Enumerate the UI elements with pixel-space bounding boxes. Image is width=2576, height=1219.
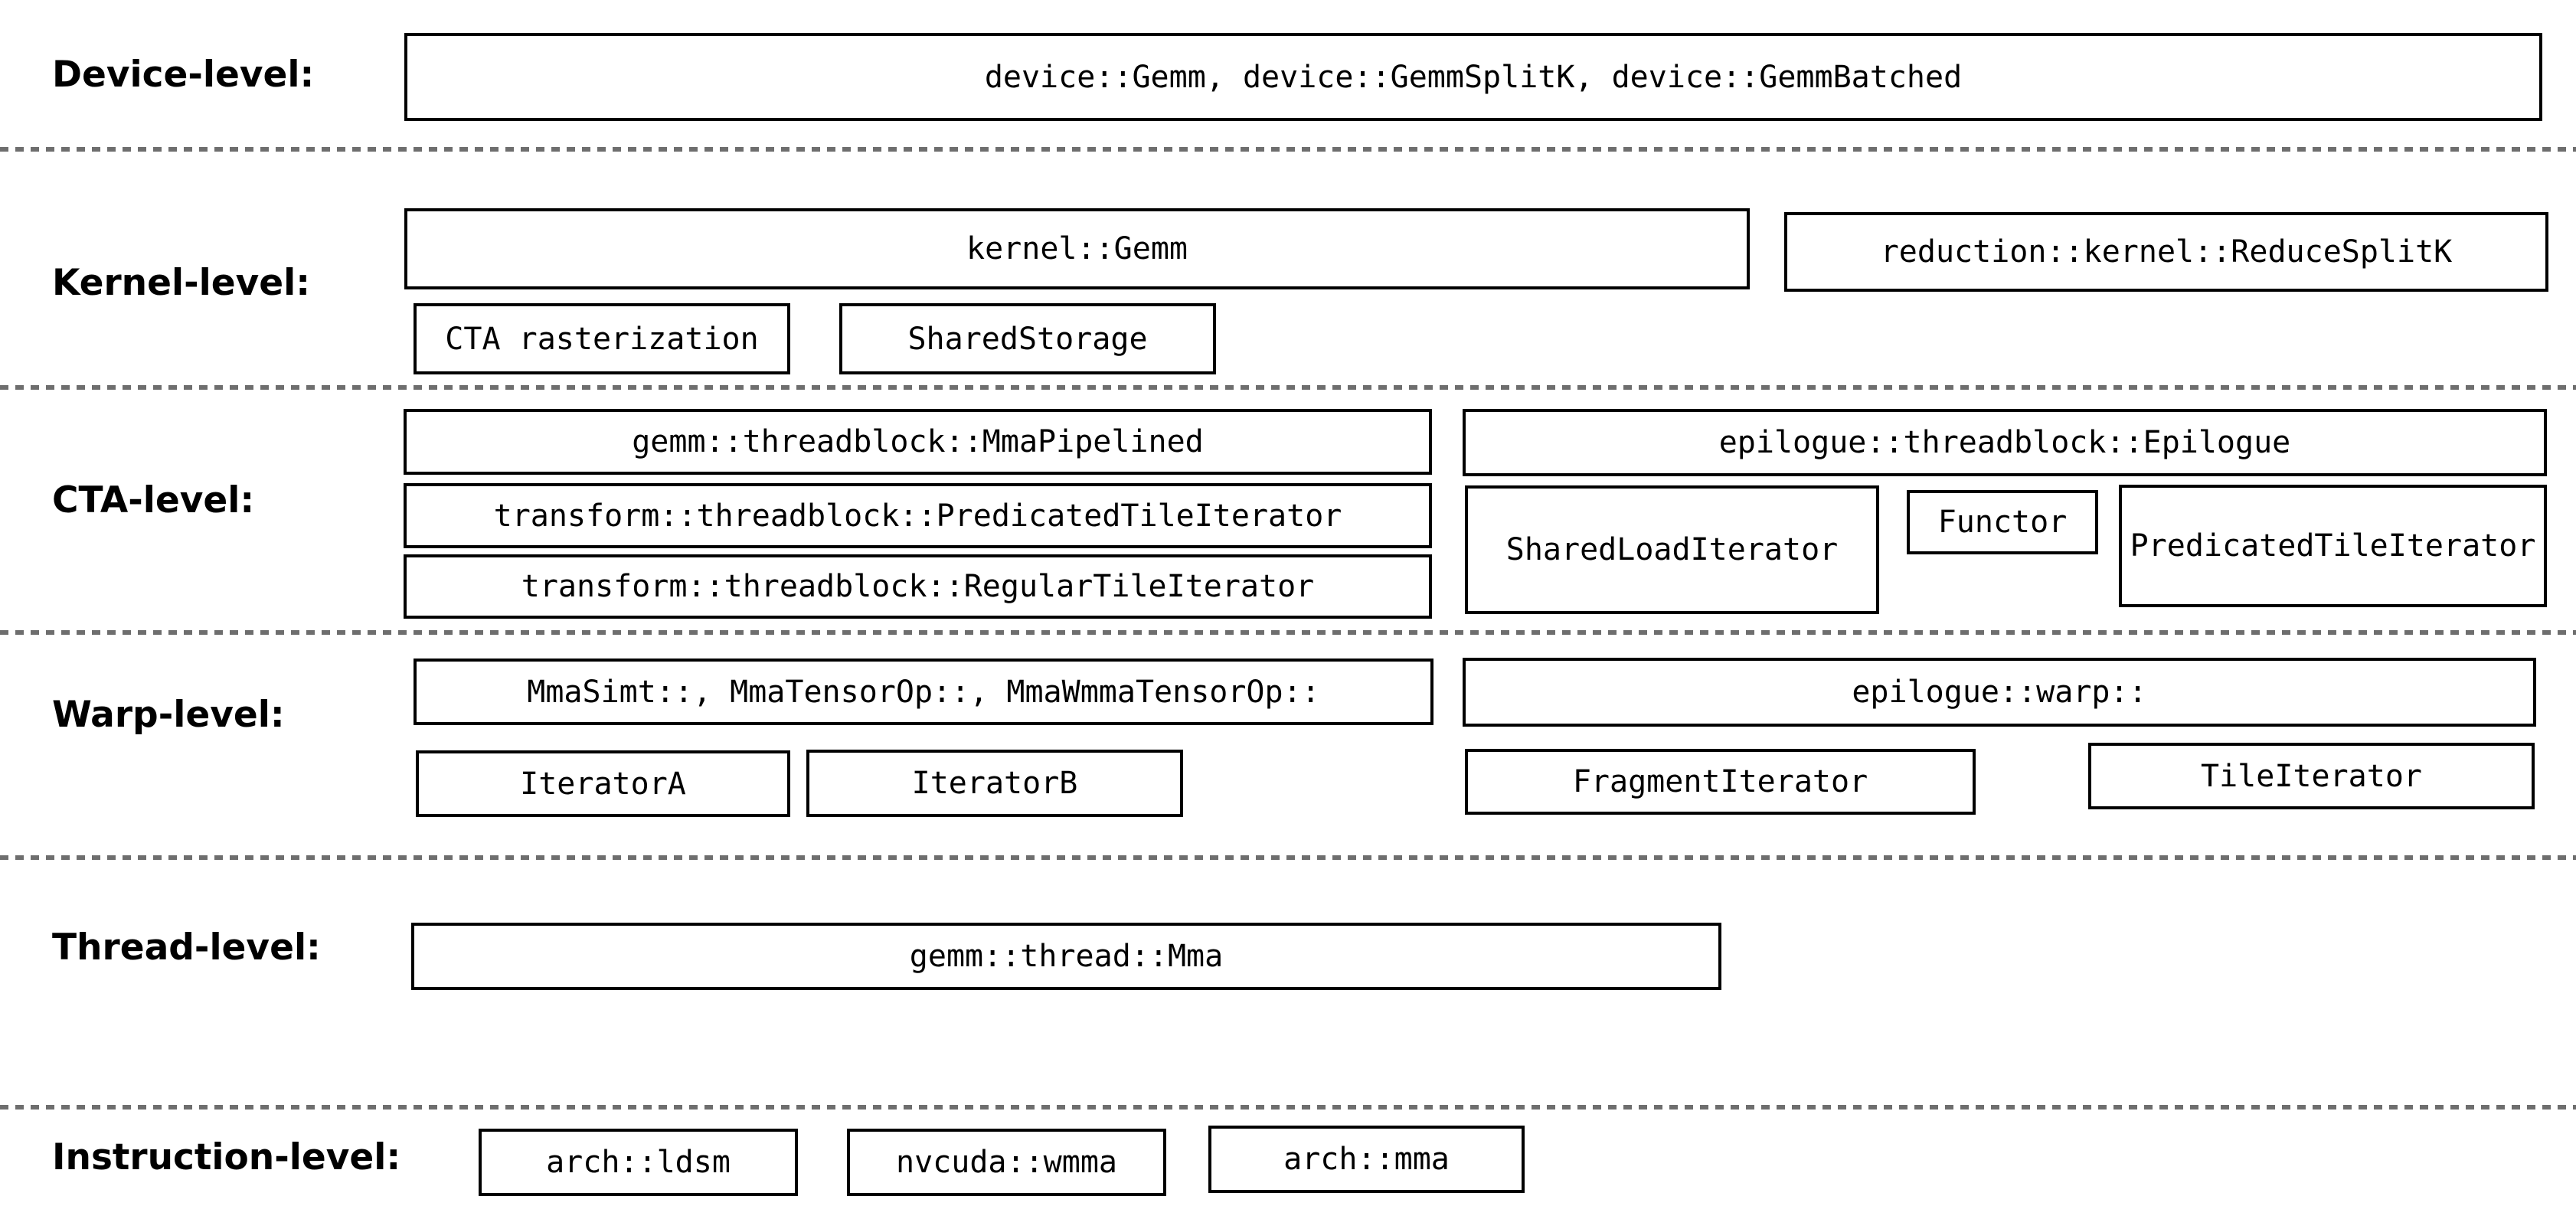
shared-storage-box: SharedStorage bbox=[839, 303, 1216, 374]
functor-box: Functor bbox=[1907, 490, 2098, 554]
fragment-iterator-box: FragmentIterator bbox=[1465, 749, 1976, 815]
kernel-gemm-box: kernel::Gemm bbox=[404, 208, 1750, 289]
mma-pipelined-box: gemm::threadblock::MmaPipelined bbox=[404, 409, 1432, 475]
epilogue-predicated-tile-iterator-box: PredicatedTileIterator bbox=[2119, 485, 2547, 607]
row-separator-3 bbox=[0, 630, 2576, 635]
thread-level-label: Thread-level: bbox=[52, 927, 321, 969]
warp-mma-ops-box: MmaSimt::, MmaTensorOp::, MmaWmmaTensorO… bbox=[414, 659, 1433, 725]
device-gemm-box: device::Gemm, device::GemmSplitK, device… bbox=[404, 33, 2542, 121]
tile-iterator-box: TileIterator bbox=[2088, 743, 2535, 809]
transform-regular-tile-iterator-box: transform::threadblock::RegularTileItera… bbox=[404, 554, 1432, 619]
arch-mma-box: arch::mma bbox=[1208, 1126, 1525, 1193]
row-separator-4 bbox=[0, 855, 2576, 860]
iterator-a-box: IteratorA bbox=[416, 750, 790, 817]
row-separator-5 bbox=[0, 1105, 2576, 1110]
nvcuda-wmma-box: nvcuda::wmma bbox=[847, 1129, 1166, 1196]
row-separator-2 bbox=[0, 385, 2576, 390]
thread-mma-box: gemm::thread::Mma bbox=[411, 923, 1721, 990]
epilogue-threadblock-box: epilogue::threadblock::Epilogue bbox=[1463, 409, 2547, 476]
epilogue-warp-box: epilogue::warp:: bbox=[1463, 658, 2536, 727]
iterator-b-box: IteratorB bbox=[806, 750, 1183, 817]
kernel-level-label: Kernel-level: bbox=[52, 262, 311, 304]
shared-load-iterator-box: SharedLoadIterator bbox=[1465, 485, 1879, 614]
reduce-splitk-box: reduction::kernel::ReduceSplitK bbox=[1784, 212, 2548, 292]
transform-predicated-tile-iterator-box: transform::threadblock::PredicatedTileIt… bbox=[404, 483, 1432, 548]
instruction-level-label: Instruction-level: bbox=[52, 1136, 401, 1178]
cta-rasterization-box: CTA rasterization bbox=[414, 303, 790, 374]
cta-level-label: CTA-level: bbox=[52, 479, 255, 521]
row-separator-1 bbox=[0, 147, 2576, 152]
device-level-label: Device-level: bbox=[52, 54, 315, 96]
warp-level-label: Warp-level: bbox=[52, 694, 285, 736]
arch-ldsm-box: arch::ldsm bbox=[479, 1129, 798, 1196]
